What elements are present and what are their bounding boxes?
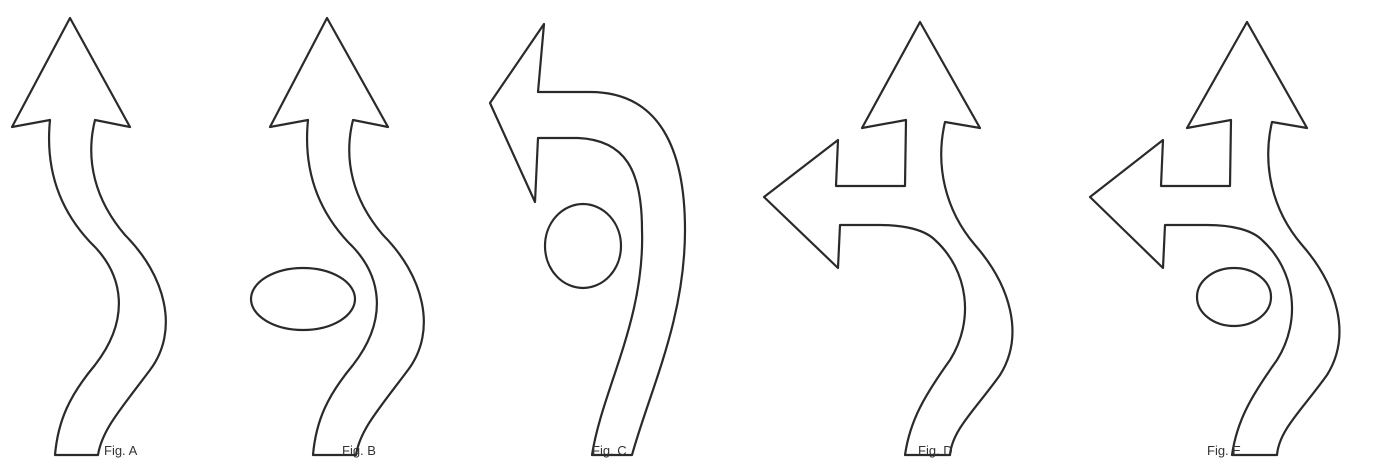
figure-caption: Fig. C [592, 443, 627, 458]
figure-e: Fig. E [1090, 22, 1339, 458]
figure-caption: Fig. A [104, 443, 138, 458]
figure-caption: Fig. D [918, 443, 953, 458]
figure-d: Fig. D [764, 22, 1012, 458]
figure-a: Fig. A [12, 18, 166, 458]
figure-caption: Fig. B [342, 443, 376, 458]
up-and-left-arrow-icon [764, 22, 1012, 455]
ellipse-marker-icon [1197, 268, 1271, 326]
figure-c: Fig. C [490, 24, 685, 458]
circle-marker-icon [545, 204, 621, 288]
arrow-curve-up-icon [12, 18, 166, 455]
figure-b: Fig. B [251, 18, 424, 458]
arrow-curve-up-icon [270, 18, 424, 455]
figure-caption: Fig. E [1207, 443, 1241, 458]
up-and-left-arrow-icon [1090, 22, 1339, 455]
ellipse-marker-icon [251, 268, 355, 330]
